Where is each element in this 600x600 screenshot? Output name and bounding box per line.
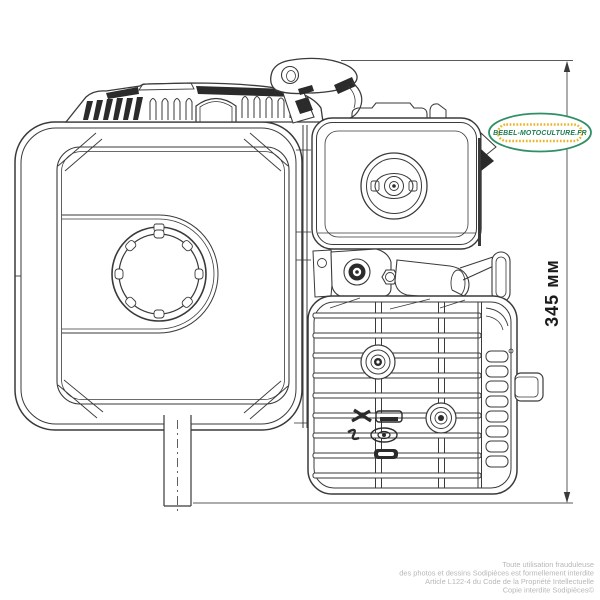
copyright-line-4: Copie interdite Sodipièces© xyxy=(503,586,595,595)
crankshaft-pto xyxy=(163,415,192,514)
badge-dotted-ring xyxy=(496,123,584,143)
badge-oval xyxy=(488,112,592,153)
engine-block-strip xyxy=(294,125,311,428)
copyright-line-2: des photos et dessins Sodipièces est for… xyxy=(399,569,594,578)
hex-nut xyxy=(381,269,399,285)
dimension-arrow-up xyxy=(563,61,571,72)
dome-top-face-left xyxy=(106,87,139,99)
dome-top-face-right xyxy=(196,86,296,97)
dome-top-tab xyxy=(138,82,195,91)
muffler-bolt-boss-upper xyxy=(360,344,396,380)
copyright-line-3: Article L122-4 du Code de la Propriété I… xyxy=(425,577,594,586)
starter-handle xyxy=(270,57,363,124)
fuel-tank xyxy=(311,102,497,250)
muffler-guard xyxy=(307,295,544,495)
handle-grip-dark xyxy=(334,77,356,94)
brand-emboss-marks xyxy=(347,408,403,459)
exhaust-outlet xyxy=(514,372,544,402)
dimension-arrow-down xyxy=(563,492,571,503)
panel-corner-bevels xyxy=(57,132,289,420)
side-louvers xyxy=(477,302,514,488)
copyright-line-1: Toute utilisation frauduleuse xyxy=(502,560,594,569)
dimension-label: 345 мм xyxy=(542,259,562,327)
tank-top-fitting xyxy=(429,103,447,120)
engine-housing-front-panel xyxy=(14,121,303,431)
seller-badge: BEBEL-MOTOCULTURE.FR xyxy=(488,112,592,153)
tank-top-bracket xyxy=(351,102,428,121)
muffler-bolt-boss-lower xyxy=(425,402,457,434)
blower-housing-top xyxy=(64,82,324,123)
starter-cup-recess xyxy=(62,214,219,334)
cooling-slots-dark xyxy=(83,97,143,120)
handle-hole xyxy=(280,65,300,85)
copyright-notice: Toute utilisation frauduleuse des photos… xyxy=(399,560,594,595)
fuel-cap xyxy=(360,152,428,220)
badge-label: BEBEL-MOTOCULTURE.FR xyxy=(493,130,587,137)
starter-cup xyxy=(111,223,207,322)
